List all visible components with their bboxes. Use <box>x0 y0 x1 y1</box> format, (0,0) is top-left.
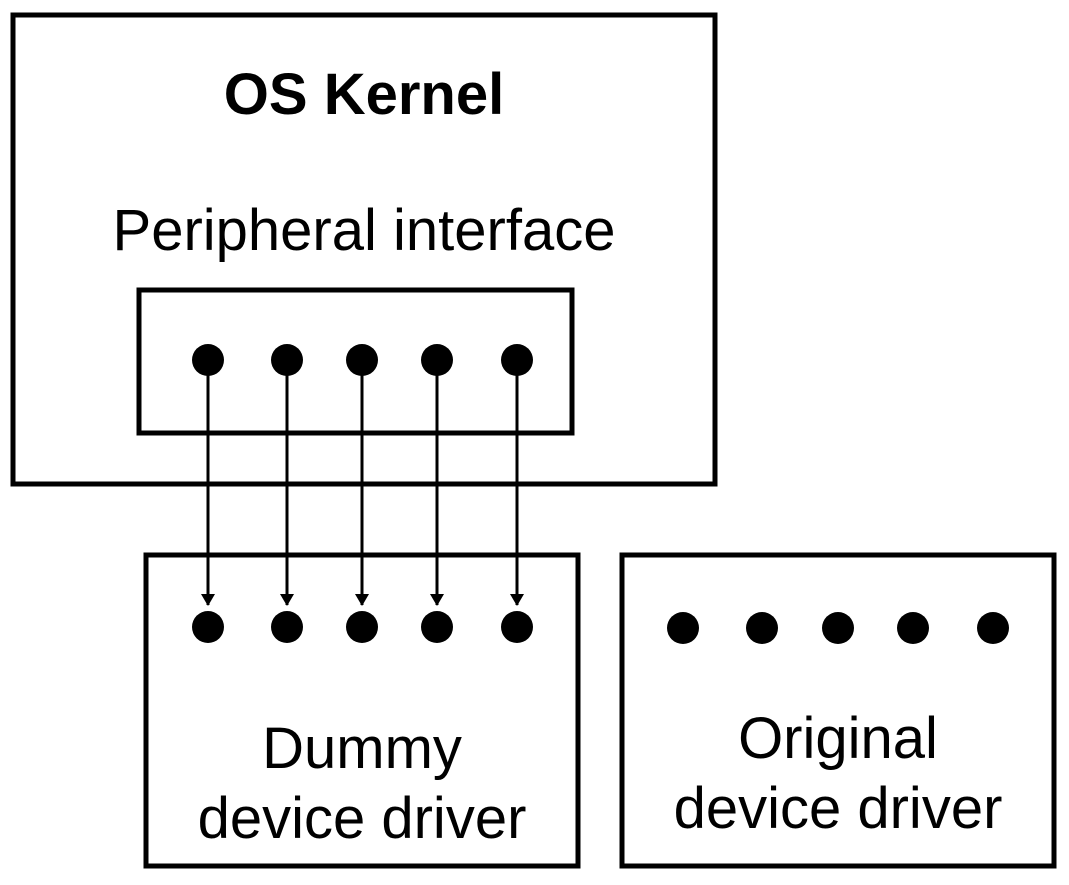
kernel-ports <box>192 344 533 376</box>
peripheral-interface-label: Peripheral interface <box>112 198 616 263</box>
original-driver-label: Original device driver <box>622 704 1054 844</box>
kernel-port-dot <box>271 344 303 376</box>
connection-arrows <box>201 360 524 606</box>
original-port-dot <box>746 612 778 644</box>
kernel-title: OS Kernel <box>223 62 505 127</box>
original-port-dot <box>977 612 1009 644</box>
original-driver-ports <box>667 612 1009 644</box>
dummy-port-dot <box>346 611 378 643</box>
original-driver-label-line1: Original <box>738 706 938 771</box>
original-port-dot <box>667 612 699 644</box>
original-driver-label-line2: device driver <box>673 776 1003 841</box>
kernel-port-dot <box>192 344 224 376</box>
dummy-port-dot <box>501 611 533 643</box>
peripheral-interface-box <box>136 287 575 436</box>
original-port-dot <box>822 612 854 644</box>
dummy-port-dot <box>421 611 453 643</box>
dummy-driver-ports <box>192 611 533 643</box>
original-port-dot <box>897 612 929 644</box>
kernel-port-dot <box>421 344 453 376</box>
os-kernel-box <box>10 12 718 487</box>
dummy-driver-label-line2: device driver <box>197 786 527 851</box>
dummy-driver-label: Dummy device driver <box>146 714 578 854</box>
dummy-driver-label-line1: Dummy <box>262 716 462 781</box>
kernel-port-dot <box>501 344 533 376</box>
kernel-port-dot <box>346 344 378 376</box>
dummy-port-dot <box>192 611 224 643</box>
original-driver-box <box>619 552 1057 869</box>
dummy-port-dot <box>271 611 303 643</box>
